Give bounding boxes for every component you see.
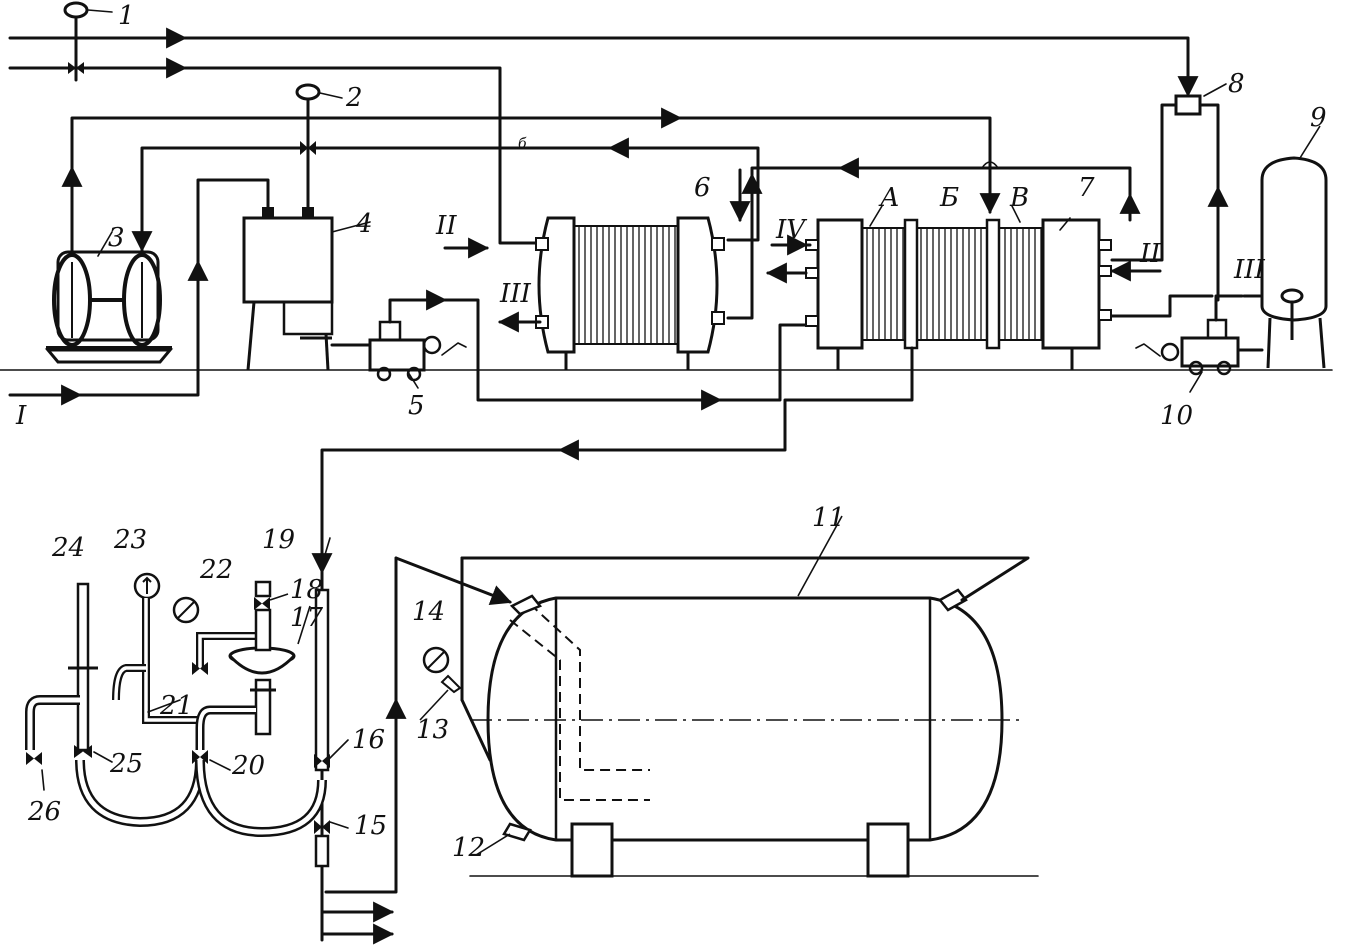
label-24: 24 [51,533,85,563]
storage-tank-11 [470,515,1022,878]
component-numbers: 1 2 3 4 5 6 7 8 9 10 11 12 13 14 15 16 1… [27,1,1327,863]
compressor-unit-3 [44,250,174,364]
label-7: 7 [1078,173,1095,203]
label-16: 16 [352,725,385,755]
label-19: 19 [262,525,295,555]
stream-I: I [15,401,27,431]
stream-III-right: III [1233,255,1266,285]
pipeline-to-condenser [8,66,537,245]
stream-labels: I II III IV II III [15,211,1266,431]
label-26: 26 [27,797,61,827]
label-25: 25 [109,749,143,779]
label-section-a: А [878,183,900,213]
valve-21-icon [192,662,208,675]
pump-5 [330,320,467,382]
top-pipelines [8,1,1199,245]
pump-10 [1110,294,1264,376]
label-10: 10 [1160,401,1193,431]
tank-9 [1260,125,1328,369]
stream-II: II [435,211,457,241]
label-15: 15 [354,811,387,841]
receiver-4 [242,207,334,371]
valve-25-icon [74,745,92,758]
label-4: 4 [355,209,373,239]
heat-exchanger-7 [805,218,1112,370]
condenser-6 [535,216,725,370]
label-13: 13 [416,715,449,745]
label-14: 14 [412,597,445,627]
leader-lines [41,205,1203,829]
valve-16-icon [314,754,330,768]
pipeline-to-separator [8,36,1199,98]
valve-20-icon [192,750,208,764]
label-6: 6 [694,173,711,203]
label-9: 9 [1310,103,1327,133]
label-11: 11 [812,503,845,533]
stream-III: III [499,279,532,309]
label-3: 3 [108,223,125,253]
stream-II-right: II [1139,239,1161,269]
valve-icon [68,62,84,74]
label-1: 1 [118,1,135,31]
gauge-2-icon [295,83,321,101]
label-21: 21 [159,691,193,721]
label-5: 5 [408,391,425,421]
label-section-small: б [518,136,527,152]
label-section-v: В [1009,183,1029,213]
separator-8 [1110,83,1229,302]
label-23: 23 [113,525,147,555]
stream-IV: IV [775,215,807,245]
label-section-b: Б [939,183,959,213]
gauge-1-icon [63,1,89,19]
valve-18-icon [254,597,270,610]
label-22: 22 [199,555,233,585]
label-18: 18 [290,575,323,605]
label-2: 2 [345,83,363,113]
valve-icon [300,141,316,155]
label-12: 12 [452,833,485,863]
valve-15-icon [314,820,330,834]
label-8: 8 [1228,69,1245,99]
label-17: 17 [290,603,324,633]
filling-station [25,572,330,868]
label-20: 20 [231,751,265,781]
valve-26-icon [26,752,42,765]
